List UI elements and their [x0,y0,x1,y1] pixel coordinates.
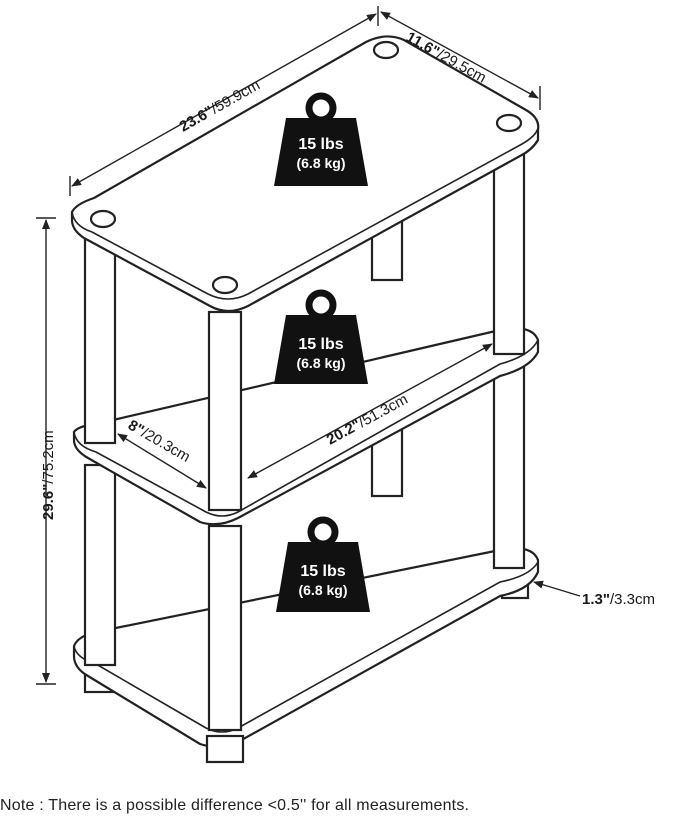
dimension-foot-height: 1.3"/3.3cm [533,580,655,608]
weight-kg-middle: (6.8 kg) [296,355,345,371]
measurement-note: Note : There is a possible difference <0… [0,797,470,814]
height-imperial: 29.6" [40,484,57,520]
height-metric: /75.2cm [40,430,57,483]
inner-depth-imperial: 8" [125,417,147,439]
foot-height-metric: /3.3cm [610,591,655,608]
weight-lbs-middle: 15 lbs [298,336,343,353]
weight-kg-top: (6.8 kg) [296,155,345,171]
svg-text:1.3"/3.3cm: 1.3"/3.3cm [582,591,655,608]
weight-badge-middle: 15 lbs (6.8 kg) [274,289,368,384]
foot-height-imperial: 1.3" [582,591,610,608]
weight-badge-bottom: 15 lbs (6.8 kg) [276,516,370,612]
dimension-height: 29.6"/75.2cm [36,217,57,685]
weight-lbs-bottom: 15 lbs [300,563,345,580]
weight-kg-bottom: (6.8 kg) [298,582,347,598]
weight-lbs-top: 15 lbs [298,136,343,153]
svg-text:29.6"/75.2cm: 29.6"/75.2cm [40,430,57,520]
